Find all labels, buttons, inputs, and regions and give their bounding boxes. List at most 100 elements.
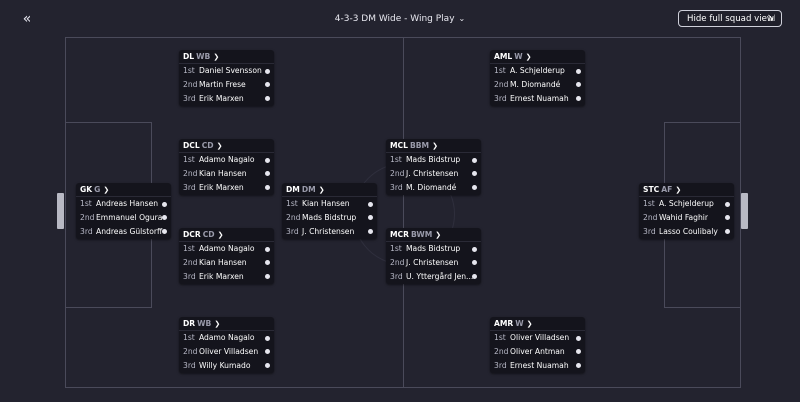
chevron-right-icon: ❯ [216, 142, 223, 150]
player-name: Adamo Nagalo [199, 333, 255, 342]
depth-rank: 1st [183, 333, 195, 342]
position-code: DCR [183, 230, 201, 239]
status-dot-icon [472, 246, 477, 252]
back-button[interactable]: « [18, 10, 36, 28]
player-name: J. Christensen [406, 257, 459, 267]
depth-rank: 2nd [286, 212, 301, 222]
chevron-right-icon: ❯ [435, 231, 442, 239]
depth-rank: 3rd [643, 226, 656, 236]
chevron-right-icon: ❯ [213, 53, 220, 61]
player-name: Adamo Nagalo [199, 244, 255, 253]
depth-rank: 3rd [494, 360, 507, 370]
depth-rank: 1st [183, 155, 195, 164]
chevron-right-icon: ❯ [675, 186, 682, 194]
status-dot-icon [725, 229, 730, 235]
position-code: DR [183, 319, 196, 328]
hide-squad-view-button[interactable]: Hide full squad view ⇲ [678, 10, 782, 27]
depth-row[interactable]: 1st Adamo Nagalo [179, 331, 274, 345]
position-code: DM [286, 185, 300, 194]
player-name: Oliver Villadsen [199, 346, 259, 356]
status-dot-icon [368, 201, 373, 207]
role-code: WB [197, 319, 212, 328]
status-dot-icon [162, 215, 167, 221]
player-name: Lasso Coulibaly [659, 226, 718, 236]
depth-rank: 1st [183, 66, 195, 75]
depth-rank: 2nd [494, 346, 509, 356]
depth-rank: 1st [494, 66, 506, 75]
player-name: Emmanuel Ogura [96, 212, 163, 222]
depth-rank: 3rd [494, 93, 507, 103]
role-code: W [514, 52, 523, 61]
formation-selector[interactable]: 4-3-3 DM Wide - Wing Play⌄ [0, 13, 800, 25]
player-name: Erik Marxen [199, 93, 244, 103]
player-name: J. Christensen [406, 168, 459, 178]
depth-rank: 3rd [390, 182, 403, 192]
status-dot-icon [472, 171, 477, 177]
role-code: BWM [410, 230, 433, 239]
status-dot-icon [576, 335, 581, 341]
player-name: Oliver Antman [510, 346, 565, 356]
top-bar: « 4-3-3 DM Wide - Wing Play⌄ Hide full s… [0, 0, 800, 36]
player-name: Mads Bidstrup [406, 155, 461, 164]
goal-right [741, 193, 748, 229]
status-dot-icon [265, 363, 270, 369]
position-code: DCL [183, 141, 200, 150]
player-name: Erik Marxen [199, 182, 244, 192]
status-dot-icon [265, 246, 270, 252]
player-name: M. Diomandé [406, 182, 457, 192]
player-name: M. Diomandé [510, 79, 561, 89]
chevron-right-icon: ❯ [525, 53, 532, 61]
depth-rank: 3rd [183, 360, 196, 370]
role-code: WB [196, 52, 211, 61]
